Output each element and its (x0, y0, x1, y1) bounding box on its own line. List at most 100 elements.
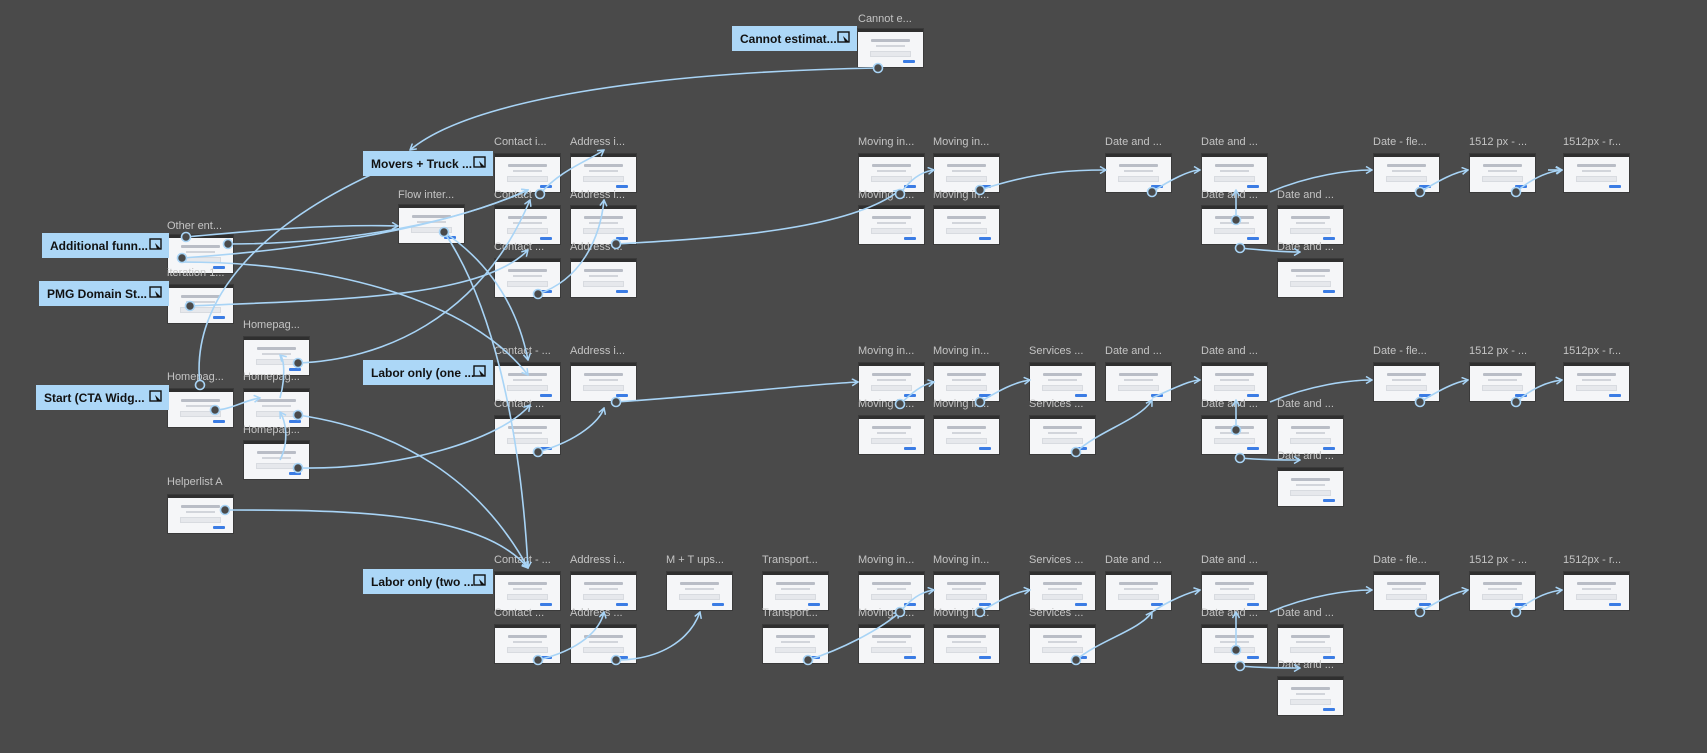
frame-thumbnail[interactable] (1373, 362, 1440, 402)
frame-thumbnail[interactable] (1277, 258, 1344, 298)
flow-start-pmg-domain[interactable]: PMG Domain St... (39, 281, 169, 306)
frame-label: Date and ... (1201, 607, 1258, 619)
frame-thumbnail[interactable] (1201, 205, 1268, 245)
frame-label: Date and ... (1277, 450, 1334, 462)
frame-label: Contact i... (494, 136, 547, 148)
frame-thumbnail[interactable] (933, 624, 1000, 664)
frame-thumbnail[interactable] (1201, 571, 1268, 611)
frame-label: Date and ... (1201, 345, 1258, 357)
flow-start-label: PMG Domain St... (47, 286, 148, 301)
frame-thumbnail[interactable] (1105, 153, 1172, 193)
frame-label: Date and ... (1105, 136, 1162, 148)
frame-thumbnail[interactable] (933, 362, 1000, 402)
frame-thumbnail[interactable] (1029, 415, 1096, 455)
frame-thumbnail[interactable] (858, 362, 925, 402)
frame-thumbnail[interactable] (1029, 362, 1096, 402)
flow-start-movers-truck[interactable]: Movers + Truck ... (363, 151, 493, 176)
frame-thumbnail[interactable] (1277, 467, 1344, 507)
frame-label: Moving in... (858, 189, 915, 201)
frame-thumbnail[interactable] (1469, 571, 1536, 611)
frame-thumbnail[interactable] (858, 153, 925, 193)
frame-label: M + T ups... (666, 554, 724, 566)
frame-thumbnail[interactable] (494, 571, 561, 611)
frame-label: Date and ... (1277, 241, 1334, 253)
frame-thumbnail[interactable] (858, 624, 925, 664)
frame-label: Address ... (570, 607, 623, 619)
frame-thumbnail[interactable] (858, 205, 925, 245)
frame-thumbnail[interactable] (1277, 415, 1344, 455)
frame-label: Address i... (570, 345, 626, 357)
frame-label: Moving in... (933, 345, 990, 357)
frame-label: 1512px - r... (1563, 136, 1622, 148)
play-icon (473, 156, 486, 168)
frame-thumbnail[interactable] (1373, 153, 1440, 193)
frame-label: Date - fle... (1373, 345, 1427, 357)
frame-thumbnail[interactable] (1469, 153, 1536, 193)
frame-thumbnail[interactable] (494, 258, 561, 298)
frame-thumbnail[interactable] (494, 205, 561, 245)
frame-thumbnail[interactable] (494, 624, 561, 664)
frame-thumbnail[interactable] (1277, 624, 1344, 664)
frame-label: Flow inter... (398, 189, 455, 201)
frame-thumbnail[interactable] (1105, 362, 1172, 402)
frame-thumbnail[interactable] (933, 153, 1000, 193)
frame-thumbnail[interactable] (243, 388, 310, 428)
frame-thumbnail[interactable] (933, 205, 1000, 245)
frame-thumbnail[interactable] (398, 204, 465, 244)
frame-label: Date and ... (1201, 398, 1258, 410)
frame-thumbnail[interactable] (570, 258, 637, 298)
frame-thumbnail[interactable] (167, 388, 234, 428)
frame-thumbnail[interactable] (243, 440, 310, 480)
frame-thumbnail[interactable] (494, 362, 561, 402)
flow-start-additional-funnel[interactable]: Additional funn... (42, 233, 169, 258)
frame-thumbnail[interactable] (570, 205, 637, 245)
frame-label: Other ent... (167, 220, 223, 232)
frame-thumbnail[interactable] (570, 624, 637, 664)
frame-thumbnail[interactable] (494, 153, 561, 193)
frame-thumbnail[interactable] (1105, 571, 1172, 611)
frame-thumbnail[interactable] (1201, 415, 1268, 455)
flow-start-cannot-estimate[interactable]: Cannot estimat... (732, 26, 857, 51)
frame-thumbnail[interactable] (1201, 624, 1268, 664)
frame-label: 1512 px - ... (1469, 136, 1528, 148)
flow-start-labor-one[interactable]: Labor only (one ... (363, 360, 493, 385)
frame-thumbnail[interactable] (1563, 571, 1630, 611)
flow-start-cta-widget[interactable]: Start (CTA Widg... (36, 385, 169, 410)
play-icon (473, 574, 486, 586)
frame-thumbnail[interactable] (570, 571, 637, 611)
flow-start-labor-two[interactable]: Labor only (two ... (363, 569, 493, 594)
frame-thumbnail[interactable] (857, 28, 924, 68)
frame-label: Date - fle... (1373, 554, 1427, 566)
frame-thumbnail[interactable] (1277, 205, 1344, 245)
frame-thumbnail[interactable] (243, 336, 310, 376)
frame-thumbnail[interactable] (762, 624, 829, 664)
frame-thumbnail[interactable] (167, 494, 234, 534)
flow-start-label: Cannot estimat... (740, 31, 837, 46)
frame-label: Contact ... (494, 189, 545, 201)
frame-thumbnail[interactable] (933, 415, 1000, 455)
frame-thumbnail[interactable] (494, 415, 561, 455)
frame-thumbnail[interactable] (1029, 624, 1096, 664)
play-icon (149, 238, 162, 250)
frame-thumbnail[interactable] (570, 153, 637, 193)
frame-label: Moving in... (933, 136, 990, 148)
frame-thumbnail[interactable] (570, 362, 637, 402)
frame-thumbnail[interactable] (1563, 362, 1630, 402)
frame-thumbnail[interactable] (1029, 571, 1096, 611)
frame-thumbnail[interactable] (167, 284, 234, 324)
frame-label: Date and ... (1201, 189, 1258, 201)
frame-thumbnail[interactable] (762, 571, 829, 611)
frame-label: Services ... (1029, 554, 1084, 566)
frame-thumbnail[interactable] (933, 571, 1000, 611)
frame-thumbnail[interactable] (1469, 362, 1536, 402)
frame-thumbnail[interactable] (1277, 676, 1344, 716)
frame-thumbnail[interactable] (1373, 571, 1440, 611)
frame-thumbnail[interactable] (1563, 153, 1630, 193)
frame-thumbnail[interactable] (858, 415, 925, 455)
frame-thumbnail[interactable] (1201, 153, 1268, 193)
frame-thumbnail[interactable] (1201, 362, 1268, 402)
frame-thumbnail[interactable] (858, 571, 925, 611)
frame-label: 1512 px - ... (1469, 345, 1528, 357)
frame-thumbnail[interactable] (666, 571, 733, 611)
